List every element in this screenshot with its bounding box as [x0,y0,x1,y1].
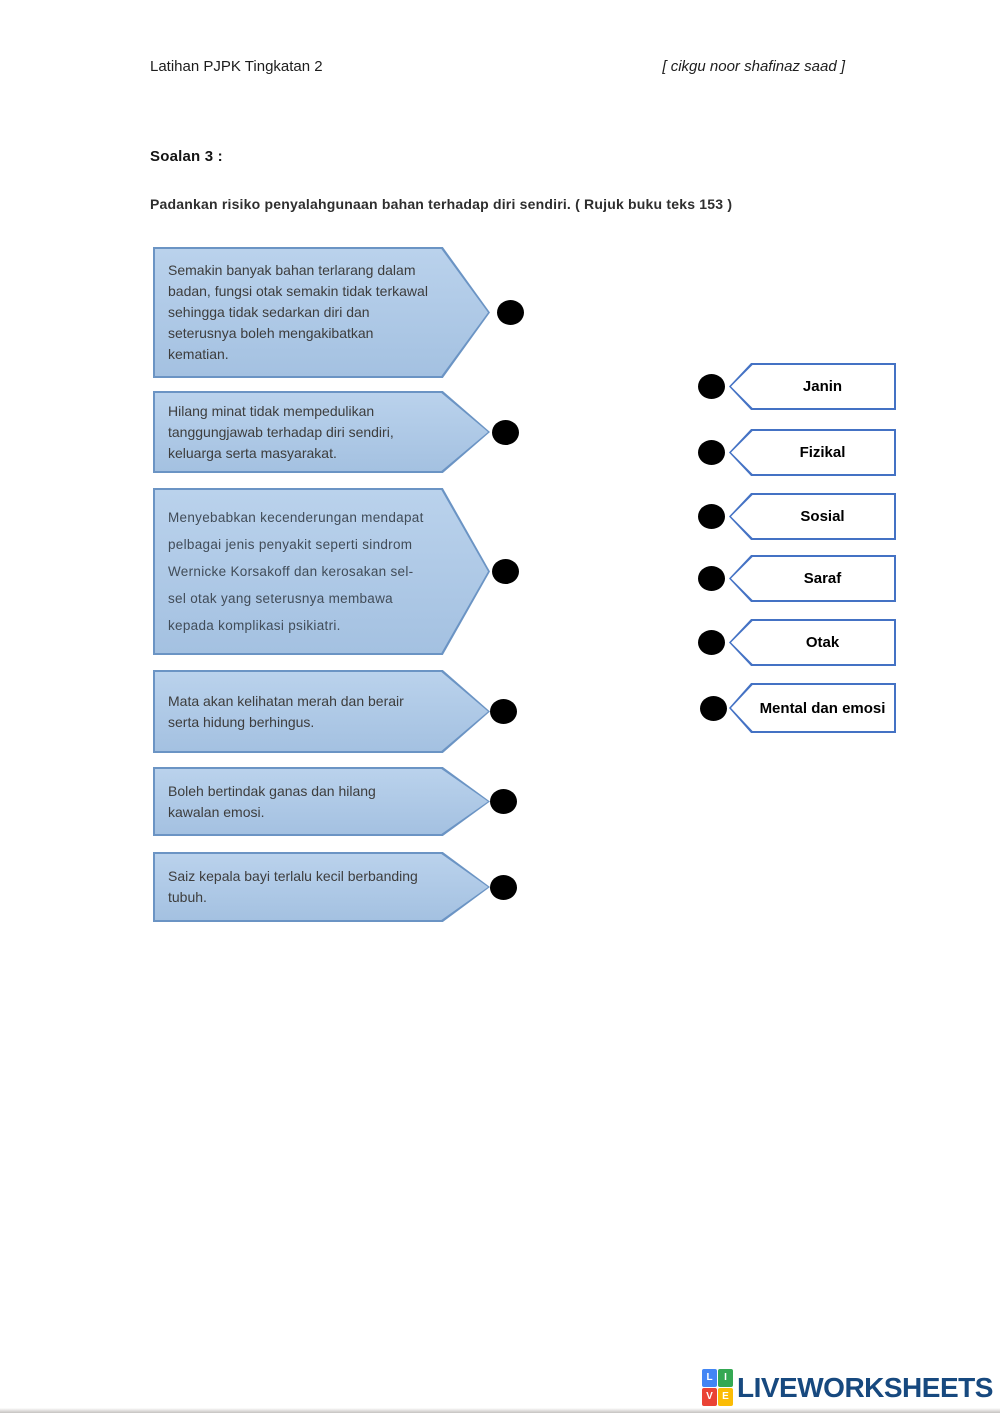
match-source-dot[interactable] [492,559,519,584]
match-target-label: Mental dan emosi [759,699,886,717]
match-source-dot[interactable] [490,875,517,900]
match-source-dot[interactable] [490,699,517,724]
tag-shape [729,493,896,540]
match-target-item: Saraf [729,555,896,602]
match-source-item: Hilang minat tidak mempedulikan tanggung… [153,391,490,473]
question-number: Soalan 3 : [150,148,223,165]
match-source-dot[interactable] [497,300,524,325]
match-source-dot[interactable] [492,420,519,445]
match-target-label: Sosial [800,508,845,525]
logo-square-i: I [718,1369,733,1387]
match-target-label: Janin [802,378,843,395]
arrow-shape [153,852,490,922]
logo-square-v: V [702,1388,717,1406]
arrow-shape [153,670,490,753]
arrow-shape [153,391,490,473]
match-target-label: Saraf [803,570,842,587]
match-source-text: Semakin banyak bahan terlarang dalam bad… [168,262,428,362]
match-source-dot[interactable] [490,789,517,814]
match-target-dot[interactable] [698,630,725,655]
match-source-text: Hilang minat tidak mempedulikan tanggung… [168,402,394,461]
match-target-item: Janin [729,363,896,410]
match-source-item: Boleh bertindak ganas dan hilang kawalan… [153,767,490,836]
arrow-shape [153,247,490,378]
match-source-item: Saiz kepala bayi terlalu kecil berbandin… [153,852,490,922]
match-target-item: Fizikal [729,429,896,476]
match-source-item: Menyebabkan kecenderungan mendapat pelba… [153,488,490,655]
arrow-shape [153,767,490,836]
match-source-item: Mata akan kelihatan merah dan berair ser… [153,670,490,753]
match-source-text: Boleh bertindak ganas dan hilang kawalan… [168,782,376,820]
match-source-text: Menyebabkan kecenderungan mendapat pelba… [168,510,424,633]
match-source-text: Saiz kepala bayi terlalu kecil berbandin… [168,868,418,905]
match-target-dot[interactable] [698,504,725,529]
match-target-label: Fizikal [799,444,846,461]
logo-square-l: L [702,1369,717,1387]
tag-shape [729,555,896,602]
tag-shape [729,363,896,410]
match-target-item: Otak [729,619,896,666]
match-target-dot[interactable] [698,566,725,591]
page-bottom-shadow [0,1408,1000,1413]
teacher-credit: [ cikgu noor shafinaz saad ] [662,58,845,75]
tag-shape [729,429,896,476]
tag-shape [729,683,896,733]
question-instruction: Padankan risiko penyalahgunaan bahan ter… [150,196,733,212]
liveworksheets-wordmark: LIVEWORKSHEETS [737,1371,993,1403]
match-target-item: Sosial [729,493,896,540]
match-target-dot[interactable] [698,440,725,465]
liveworksheets-icon: L I V E [702,1369,733,1406]
match-target-item: Mental dan emosi [729,683,896,733]
match-source-text: Mata akan kelihatan merah dan berair ser… [168,692,404,730]
logo-square-e: E [718,1388,733,1406]
match-target-dot[interactable] [700,696,727,721]
worksheet-title: Latihan PJPK Tingkatan 2 [150,58,323,75]
arrow-shape [153,488,490,655]
tag-shape [729,619,896,666]
liveworksheets-logo: L I V E LIVEWORKSHEETS [702,1369,993,1406]
match-source-item: Semakin banyak bahan terlarang dalam bad… [153,247,490,378]
match-target-dot[interactable] [698,374,725,399]
match-target-label: Otak [805,634,840,651]
